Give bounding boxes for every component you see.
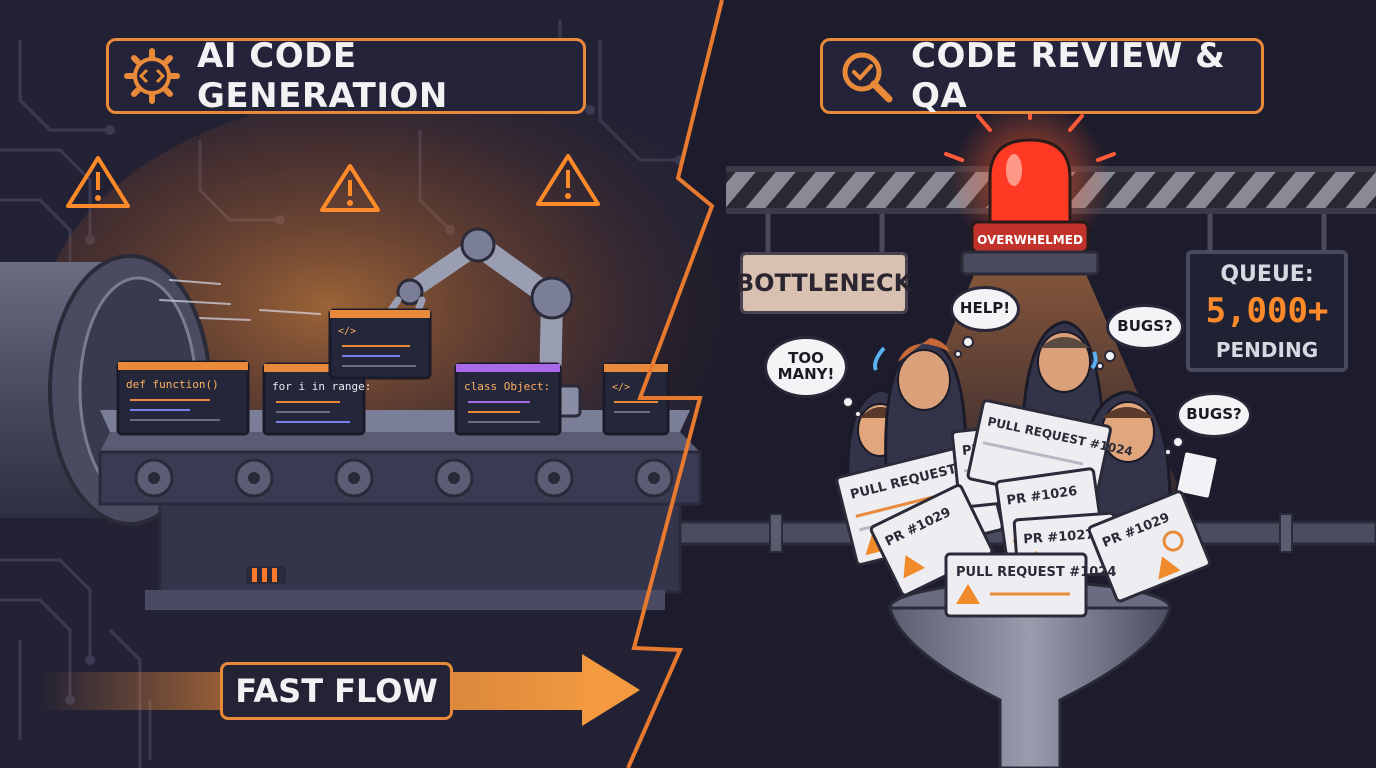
title-text: CODE REVIEW & QA (911, 36, 1226, 116)
code-card-label: for i in range: (272, 380, 371, 393)
pull-request-paper: PR #1029 (1087, 490, 1211, 603)
queue-status: PENDING (1215, 338, 1319, 362)
pr-title: PR #1027 (1023, 527, 1095, 547)
title-text: AI CODE GENERATION (197, 36, 448, 116)
code-card: class Object: (454, 362, 562, 436)
speech-bubble-help: HELP! (950, 286, 1020, 332)
pr-title: PULL REQUEST #1024 (956, 565, 1116, 580)
warning-triangle-icon (903, 555, 926, 579)
overwhelmed-label: OVERWHELMED (977, 233, 1083, 247)
speech-bubble-bugs: BUGS? (1106, 304, 1184, 350)
warning-triangle-icon (956, 584, 980, 604)
gear-code-icon (121, 45, 183, 107)
warning-triangle-icon (66, 156, 130, 208)
warning-triangle-icon (1158, 556, 1181, 580)
code-card-label: </> (338, 326, 356, 337)
alarm-light (944, 98, 1116, 276)
warning-triangle-icon (320, 164, 380, 212)
pull-request-paper: PULL REQUEST #1024 (944, 552, 1116, 618)
speech-bubble-bugs: BUGS? (1176, 392, 1252, 438)
code-card-label: class Object: (464, 380, 550, 393)
code-review-qa-title: CODE REVIEW & QA (820, 36, 1264, 116)
clock-icon (1162, 530, 1184, 552)
code-card: def function() (116, 360, 250, 436)
bottleneck-sign: BOTTLENECK (736, 252, 912, 314)
ai-code-generation-title: AI CODE GENERATION (106, 36, 586, 116)
queue-board: QUEUE: 5,000+ PENDING (1186, 250, 1348, 372)
warning-triangle-icon (536, 154, 600, 206)
code-card-label: def function() (126, 378, 219, 391)
fast-flow-label: FAST FLOW (220, 662, 453, 720)
code-card: </> (328, 308, 432, 380)
code-card: for i in range: (262, 362, 371, 436)
code-card-label: </> (612, 382, 630, 393)
reviewer-figure (873, 338, 968, 472)
pull-request-pile: PULL REQUEST #1024 PR #1025 PULL REQUEST… (835, 399, 1211, 618)
conveyor-belt (98, 410, 702, 610)
magnifier-check-icon (835, 45, 897, 107)
speech-bubble-too-many: TOO MANY! (764, 336, 848, 398)
queue-title: QUEUE: (1220, 262, 1314, 287)
divider-line (626, 0, 724, 768)
queue-value: 5,000+ (1205, 291, 1329, 331)
